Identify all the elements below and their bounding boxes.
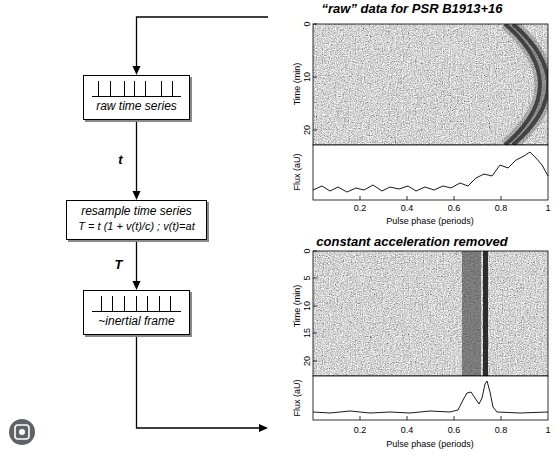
- connector: [133, 17, 269, 75]
- tick-label: 0.6: [448, 203, 461, 213]
- connector-line: [137, 335, 260, 428]
- axis-label: 10: [302, 72, 312, 82]
- axis-label: 15: [302, 328, 312, 338]
- connector: [133, 240, 141, 290]
- connector: [137, 335, 269, 432]
- edge-label: t: [118, 153, 122, 167]
- dynamic-spectrum: [313, 24, 548, 145]
- tick-mark: [161, 81, 162, 96]
- tick-mark: [101, 296, 102, 311]
- tick-label: 0.8: [495, 203, 508, 213]
- tick-label: Pulse phase (periods): [386, 216, 474, 226]
- arrowhead: [133, 66, 141, 75]
- axis-label: 20: [302, 356, 312, 366]
- panel-title: “raw” data for PSR B1913+16: [268, 1, 556, 16]
- tick-mark: [124, 81, 125, 96]
- axis-label: 0: [302, 248, 312, 253]
- tick-mark: [110, 81, 111, 96]
- tick-mark: [112, 296, 113, 311]
- connector: [133, 120, 141, 200]
- box-text: raw time series: [92, 99, 181, 114]
- box-text: T = t (1 + v(t)/c) ; v(t)=at: [75, 219, 198, 234]
- tick-row: [92, 79, 181, 99]
- process-box: raw time series: [83, 75, 190, 120]
- tick-label: 1: [545, 425, 550, 435]
- dynamic-spectrum: [313, 251, 548, 376]
- axis-label: 20: [302, 125, 312, 135]
- tick-label: 1: [545, 203, 550, 213]
- connector-line: [136, 120, 137, 191]
- axis-label: Time (min): [292, 63, 302, 106]
- box-text: ~inertial frame: [92, 314, 181, 329]
- connector-line: [137, 17, 269, 66]
- lens-icon: [9, 419, 35, 445]
- arrowhead: [133, 191, 141, 200]
- edge-label: T: [115, 258, 123, 272]
- tick-mark: [159, 296, 160, 311]
- axis-label: 5: [302, 275, 312, 280]
- tick-mark: [147, 296, 148, 311]
- plot-panel: “raw” data for PSR B1913+16: [268, 0, 556, 228]
- tick-mark: [170, 296, 171, 311]
- tick-mark: [134, 81, 135, 96]
- tick-row: [92, 294, 181, 314]
- axis-label: Flux (aU): [292, 153, 302, 190]
- tick-label: 0.2: [354, 425, 367, 435]
- tick-label: 0.6: [448, 425, 461, 435]
- tick-baseline: [92, 96, 181, 97]
- tick-mark: [98, 81, 99, 96]
- tick-mark: [145, 81, 146, 96]
- box-text: resample time series: [75, 204, 198, 219]
- axis-label: 0: [302, 21, 312, 26]
- tick-label: Pulse phase (periods): [386, 439, 474, 449]
- tick-label: 0.2: [354, 203, 367, 213]
- tick-mark: [124, 296, 125, 311]
- arrowhead: [133, 281, 141, 290]
- process-box: resample time seriesT = t (1 + v(t)/c) ;…: [66, 200, 207, 240]
- tick-label: 0.4: [401, 203, 414, 213]
- tick-marks: [92, 79, 181, 99]
- tick-mark: [136, 296, 137, 311]
- connector-line: [136, 240, 137, 281]
- axis-label: Time (min): [292, 285, 302, 328]
- axis-label: Flux (aU): [292, 379, 302, 416]
- tick-baseline: [92, 311, 181, 312]
- tick-label: 0.8: [495, 425, 508, 435]
- process-box: ~inertial frame: [83, 290, 190, 335]
- tick-label: 0.4: [401, 425, 414, 435]
- tick-mark: [172, 81, 173, 96]
- axis-label: 10: [302, 301, 312, 311]
- panel-title: constant acceleration removed: [268, 234, 556, 249]
- arrowhead: [259, 424, 268, 432]
- plot-panel: constant acceleration removed: [268, 232, 556, 454]
- tick-marks: [92, 294, 181, 314]
